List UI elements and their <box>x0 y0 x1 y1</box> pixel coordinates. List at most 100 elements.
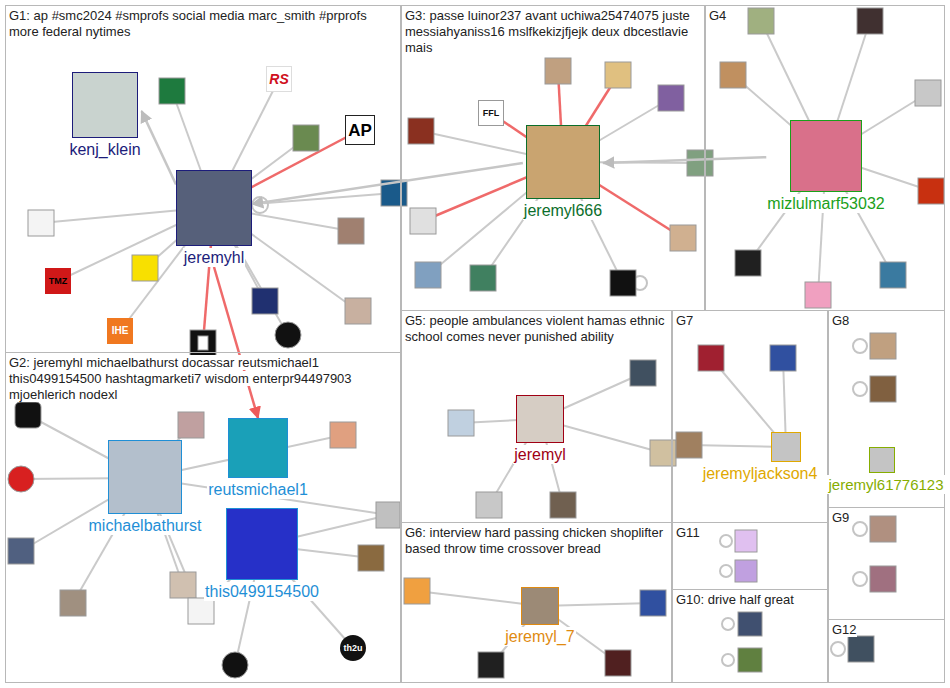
vertex-label: kenj_klein <box>68 140 141 159</box>
group-label: G8 <box>832 313 849 328</box>
self-loop <box>252 197 867 666</box>
vertex-image <box>408 118 434 144</box>
vertex-image <box>252 288 278 314</box>
vertex-image <box>8 466 34 492</box>
vertex-image <box>338 218 364 244</box>
vertex-label: this0499154500 <box>204 582 320 601</box>
vertex-image <box>521 587 559 625</box>
vertex-image <box>226 508 298 580</box>
vertex: jeremyl61776123 <box>827 447 944 494</box>
panel-header: G9 <box>832 510 941 526</box>
panel-header: G3: passe luinor237 avant uchiwa25474075… <box>405 8 701 56</box>
vertex-image <box>198 336 208 350</box>
vertex-image <box>870 516 896 542</box>
icon-text: IHE <box>107 318 133 344</box>
panel-header: G6: interview hard passing chicken shopl… <box>405 525 668 557</box>
icon-text: th2u <box>340 635 366 661</box>
vertex-image <box>870 376 896 402</box>
vertex-image <box>190 330 216 356</box>
vertex-image <box>630 360 656 386</box>
vertex-image <box>448 410 474 436</box>
vertex-image <box>676 432 702 458</box>
group-panel: G4 mizlulmarf53032 <box>705 5 945 311</box>
vertex-image <box>526 125 600 199</box>
highlight-edge <box>203 71 683 343</box>
vertex-image <box>108 440 182 514</box>
vertex: jeremyl_7 <box>504 587 575 646</box>
icon-text: FFL <box>478 100 504 126</box>
panel-header: G12 <box>832 622 941 638</box>
vertex-label: mizlulmarf53032 <box>766 194 885 213</box>
vertex-image <box>376 502 400 528</box>
vertex-image <box>670 225 696 251</box>
vertex-label: michaelbathurst <box>88 516 203 535</box>
vertex-image <box>640 590 666 616</box>
vertex-image <box>410 208 436 234</box>
group-label: G3: passe luinor237 avant uchiwa25474075… <box>405 8 690 55</box>
self-loop <box>722 618 734 630</box>
vertex-image <box>358 545 384 571</box>
group-label: G2: jeremyhl michaelbathurst docassar re… <box>9 355 352 402</box>
vertex-image <box>658 85 684 111</box>
vertex-image <box>918 178 944 204</box>
vertex-image <box>848 636 874 662</box>
group-label: G9 <box>832 510 849 525</box>
self-loop <box>853 522 867 536</box>
vertex-label: jeremyljackson4 <box>702 464 819 483</box>
group-label: G1: ap #smc2024 #smprofs social media ma… <box>9 8 367 39</box>
group-panel: G11 <box>672 522 828 590</box>
vertex-label: jeremyl_7 <box>504 627 575 646</box>
vertex-image <box>478 652 504 678</box>
self-loop <box>853 382 867 396</box>
vertex-edge <box>21 21 931 665</box>
vertex-image <box>60 590 86 616</box>
vertex-image <box>330 422 356 448</box>
vertex-label: jeremyl666 <box>523 201 603 220</box>
vertex-image <box>605 650 631 676</box>
vertex: mizlulmarf53032 <box>766 120 885 213</box>
self-loop <box>853 572 867 586</box>
icon-text: TMZ <box>45 268 71 294</box>
vertex-image <box>735 530 757 552</box>
vertex-image <box>869 447 895 473</box>
edge-arrow <box>142 111 176 184</box>
panel-header: G4 <box>709 8 941 24</box>
vertex-label: jeremyl61776123 <box>827 475 944 494</box>
vertex-label: reutsmichael1 <box>207 480 309 499</box>
edge-arrow <box>214 267 258 418</box>
group-panel: G9 <box>828 507 945 620</box>
vertex-image <box>650 440 676 466</box>
group-panel: G7jeremyljackson4 <box>672 310 828 523</box>
self-loop <box>853 339 867 353</box>
vertex: michaelbathurst <box>88 440 203 535</box>
vertex-image <box>735 560 757 582</box>
vertex-label: jeremyhl <box>183 248 245 267</box>
group-label: G11 <box>676 525 700 540</box>
group-label: G12 <box>832 622 857 637</box>
vertex-image <box>550 492 576 518</box>
group-panel: G3: passe luinor237 avant uchiwa25474075… <box>401 5 705 311</box>
group-panel: G12 <box>828 619 945 683</box>
vertex-image <box>771 432 801 462</box>
vertex-image <box>132 255 158 281</box>
vertex-image <box>345 298 371 324</box>
group-panel: G8 jeremyl61776123 <box>828 310 945 508</box>
group-panel: G6: interview hard passing chicken shopl… <box>401 522 672 683</box>
panel-header: G11 <box>676 525 824 541</box>
vertex-image <box>176 170 252 246</box>
vertex-image <box>805 282 831 308</box>
vertex-image <box>545 58 571 84</box>
icon-text: RS <box>266 66 292 92</box>
vertex-image <box>915 80 941 106</box>
vertex-image <box>188 598 214 624</box>
vertex-image <box>516 395 564 443</box>
vertex-image <box>28 210 54 236</box>
vertex-image <box>8 8 944 678</box>
edge-arrow <box>252 163 523 204</box>
vertex-image <box>770 345 796 371</box>
group-panel: G2: jeremyhl michaelbathurst docassar re… <box>5 352 401 683</box>
vertex-image <box>738 648 762 672</box>
vertex: kenj_klein <box>68 72 141 159</box>
